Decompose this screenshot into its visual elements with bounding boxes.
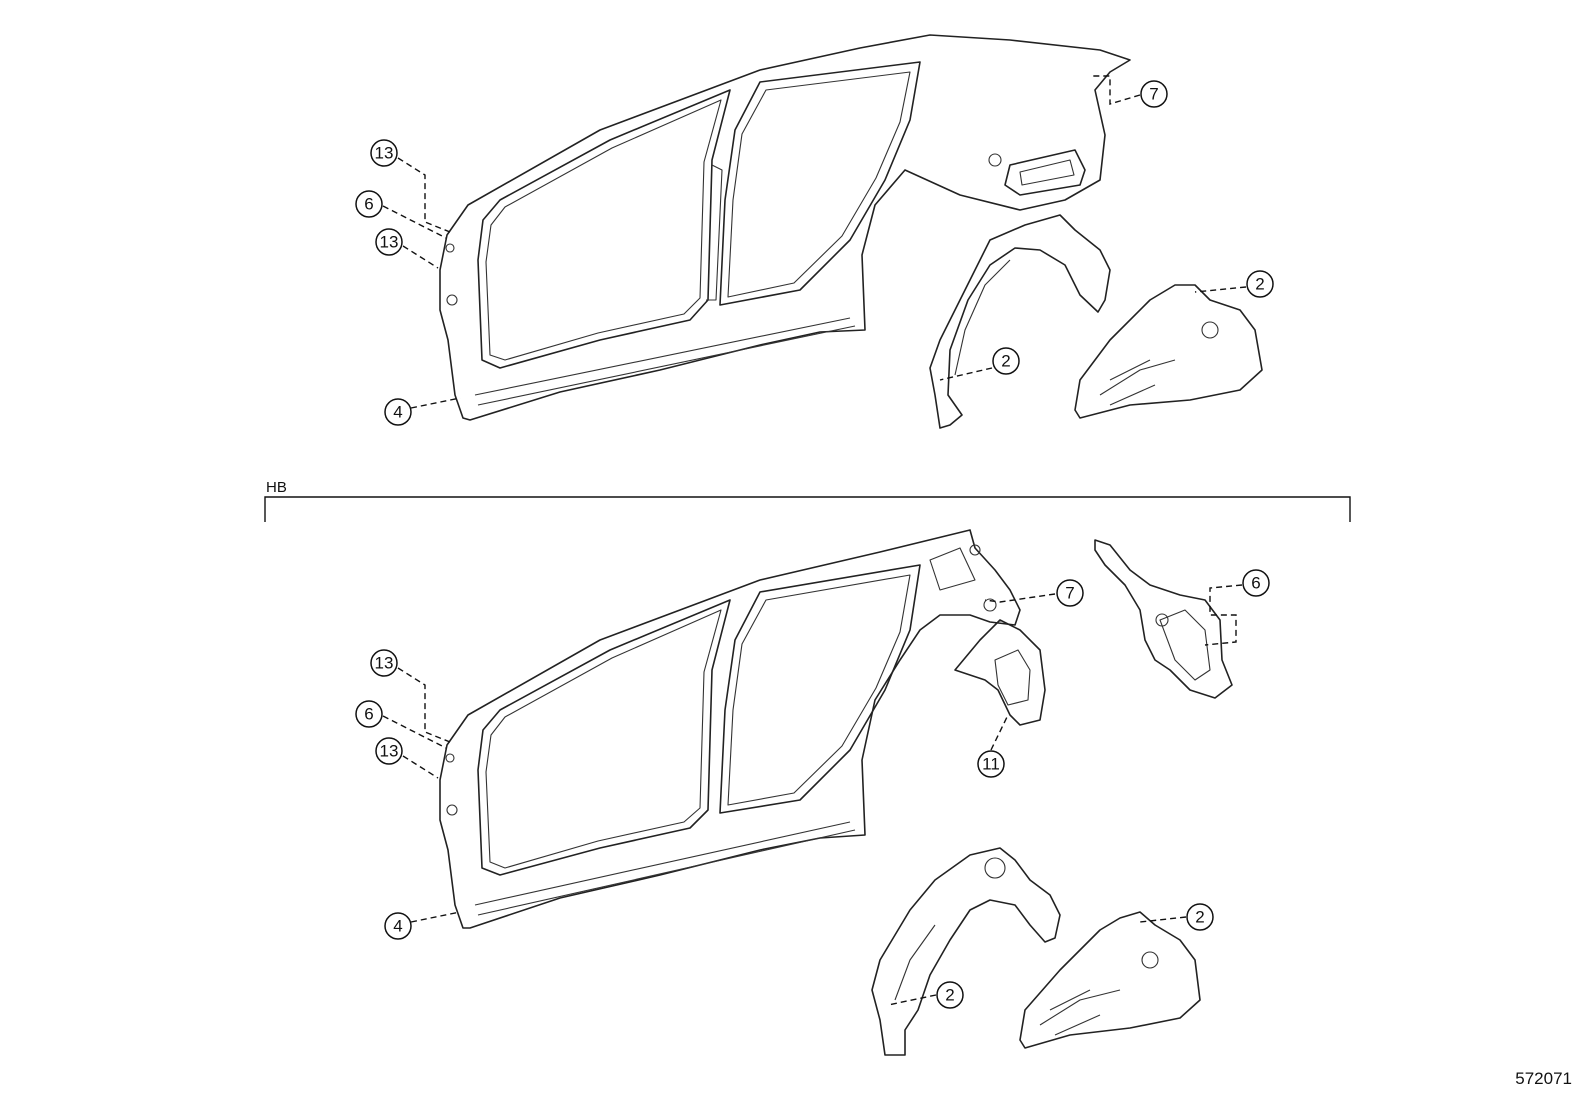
svg-text:6: 6 [364,705,373,724]
callout-lower-2-outer: 2 [1186,903,1214,931]
leader-l2-outer [1139,916,1187,923]
leader-u2-outer [1194,286,1247,293]
callout-lower-7: 7 [1056,579,1084,607]
rear-panel-piece-lower [1094,539,1233,699]
wheel-house-inner-upper [929,214,1111,429]
svg-text:13: 13 [380,233,399,252]
wheel-house-inner-lower [871,847,1061,1056]
wheel-house-outer-upper [1074,284,1263,419]
callout-lower-6-right: 6 [1242,569,1270,597]
svg-text:7: 7 [1065,584,1074,603]
svg-text:2: 2 [945,986,954,1005]
svg-text:6: 6 [1251,574,1260,593]
quarter-reinforcement-lower [954,619,1046,726]
svg-text:4: 4 [393,403,402,422]
variant-label: HB [266,479,287,496]
side-outer-panel-upper [439,34,1131,421]
callout-upper-6: 6 [355,190,383,218]
svg-text:7: 7 [1149,85,1158,104]
leader-l11 [990,714,1009,751]
callout-upper-2-outer: 2 [1246,270,1274,298]
leader-u7 [1092,75,1141,105]
variant-bracket: HB [264,479,1351,522]
callout-lower-2-inner: 2 [936,981,964,1009]
callout-lower-4: 4 [384,912,412,940]
callout-upper-13a: 13 [370,139,398,167]
leader-l6-right [1204,584,1243,646]
leader-u4 [410,397,461,409]
callout-upper-4: 4 [384,398,412,426]
svg-text:13: 13 [375,654,394,673]
callout-lower-13a: 13 [370,649,398,677]
leader-l13a [397,667,451,743]
svg-text:2: 2 [1255,275,1264,294]
callout-upper-13b: 13 [375,228,403,256]
svg-text:2: 2 [1195,908,1204,927]
wheel-house-outer-lower [1019,911,1201,1049]
reference-code: 572071 [1515,1069,1572,1088]
callout-lower-13b: 13 [375,737,403,765]
leader-u6 [382,205,447,239]
callout-lower-6: 6 [355,700,383,728]
svg-text:11: 11 [982,755,1000,774]
leader-l4 [410,911,461,923]
callout-upper-7: 7 [1140,80,1168,108]
svg-text:6: 6 [364,195,373,214]
leader-u13b [402,245,439,269]
leader-l2-inner [887,994,937,1006]
leader-l7 [984,593,1056,603]
svg-text:13: 13 [375,144,394,163]
upper-assembly: 13 6 13 4 7 2 2 [355,34,1274,429]
leader-l13b [402,755,439,779]
side-outer-panel-lower [439,529,1021,929]
callout-upper-2-inner: 2 [992,347,1020,375]
callout-lower-11: 11 [977,750,1005,778]
leader-u2-inner [939,367,993,381]
leader-l6 [382,715,447,749]
svg-text:13: 13 [380,742,399,761]
svg-text:2: 2 [1001,352,1010,371]
leader-u13a [397,157,451,233]
lower-assembly: 13 6 13 4 7 11 6 2 [355,529,1270,1056]
svg-text:4: 4 [393,917,402,936]
